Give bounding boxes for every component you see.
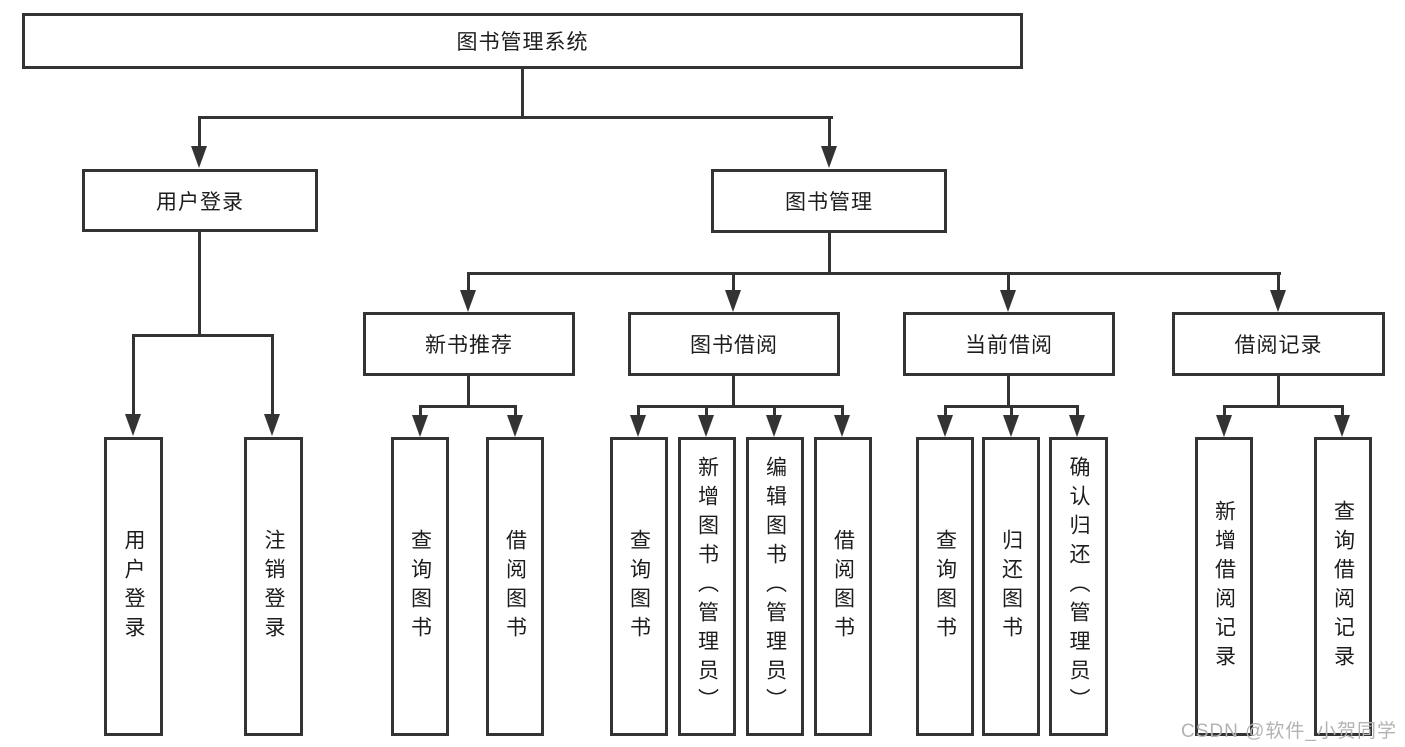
arrow-down-icon bbox=[766, 415, 782, 437]
node-root-library-management-system: 图书管理系统 bbox=[22, 13, 1023, 69]
leaf-borrow-book: 借阅图书 bbox=[814, 437, 872, 736]
arrow-down-icon bbox=[1069, 415, 1085, 437]
connector-line bbox=[419, 405, 422, 415]
leaf-user-login: 用户登录 bbox=[104, 437, 163, 736]
connector-line bbox=[132, 334, 135, 414]
connector-line bbox=[732, 376, 735, 407]
arrow-down-icon bbox=[725, 290, 741, 312]
connector-line bbox=[828, 116, 831, 148]
arrow-down-icon bbox=[630, 415, 646, 437]
leaf-query-book-recommend: 查询图书 bbox=[391, 437, 449, 736]
connector-line bbox=[419, 405, 517, 408]
leaf-borrow-book-recommend: 借阅图书 bbox=[486, 437, 544, 736]
arrow-down-icon bbox=[191, 146, 207, 168]
connector-line bbox=[637, 405, 640, 415]
connector-line bbox=[467, 376, 470, 407]
arrow-down-icon bbox=[1000, 290, 1016, 312]
connector-line bbox=[841, 405, 844, 415]
connector-line bbox=[732, 272, 735, 290]
arrow-down-icon bbox=[507, 415, 523, 437]
node-borrow-records: 借阅记录 bbox=[1172, 312, 1385, 376]
connector-line bbox=[468, 272, 1281, 275]
connector-line bbox=[828, 233, 831, 275]
node-current-borrowing: 当前借阅 bbox=[903, 312, 1115, 376]
connector-line bbox=[132, 334, 274, 337]
leaf-query-borrow-record: 查询借阅记录 bbox=[1314, 437, 1372, 736]
connector-line bbox=[637, 405, 844, 408]
arrow-down-icon bbox=[1003, 415, 1019, 437]
connector-line bbox=[773, 405, 776, 415]
connector-line bbox=[1076, 405, 1079, 415]
arrow-down-icon bbox=[821, 146, 837, 168]
connector-line bbox=[198, 232, 201, 336]
arrow-down-icon bbox=[1270, 290, 1286, 312]
arrow-down-icon bbox=[834, 415, 850, 437]
arrow-down-icon bbox=[125, 414, 141, 436]
leaf-confirm-return-admin: 确认归还（管理员） bbox=[1049, 437, 1108, 736]
leaf-add-book-admin: 新增图书（管理员） bbox=[678, 437, 736, 736]
connector-line bbox=[198, 116, 201, 148]
leaf-edit-book-admin: 编辑图书（管理员） bbox=[746, 437, 804, 736]
node-book-management: 图书管理 bbox=[711, 169, 947, 233]
connector-line bbox=[1223, 405, 1226, 415]
leaf-return-book: 归还图书 bbox=[982, 437, 1040, 736]
arrow-down-icon bbox=[1334, 415, 1350, 437]
arrow-down-icon bbox=[264, 414, 280, 436]
connector-line bbox=[1341, 405, 1344, 415]
connector-line bbox=[1277, 376, 1280, 407]
connector-line bbox=[705, 405, 708, 415]
connector-line bbox=[271, 334, 274, 414]
arrow-down-icon bbox=[698, 415, 714, 437]
leaf-query-book-borrowing: 查询图书 bbox=[610, 437, 668, 736]
arrow-down-icon bbox=[1216, 415, 1232, 437]
node-book-borrowing: 图书借阅 bbox=[628, 312, 840, 376]
connector-line bbox=[198, 116, 833, 119]
arrow-down-icon bbox=[460, 290, 476, 312]
csdn-watermark: CSDN @软件_小贺同学 bbox=[1181, 721, 1397, 742]
connector-line bbox=[1007, 272, 1010, 290]
leaf-add-borrow-record: 新增借阅记录 bbox=[1195, 437, 1253, 736]
arrow-down-icon bbox=[937, 415, 953, 437]
node-new-book-recommendation: 新书推荐 bbox=[363, 312, 575, 376]
connector-line bbox=[467, 272, 470, 290]
connector-line bbox=[944, 405, 947, 415]
connector-line bbox=[1010, 405, 1013, 415]
connector-line bbox=[1277, 272, 1280, 290]
leaf-logout: 注销登录 bbox=[244, 437, 303, 736]
connector-line bbox=[514, 405, 517, 415]
connector-line bbox=[521, 69, 524, 119]
leaf-query-book-current: 查询图书 bbox=[916, 437, 974, 736]
connector-line bbox=[1223, 405, 1344, 408]
arrow-down-icon bbox=[412, 415, 428, 437]
connector-line bbox=[1007, 376, 1010, 407]
node-user-login: 用户登录 bbox=[82, 169, 318, 232]
